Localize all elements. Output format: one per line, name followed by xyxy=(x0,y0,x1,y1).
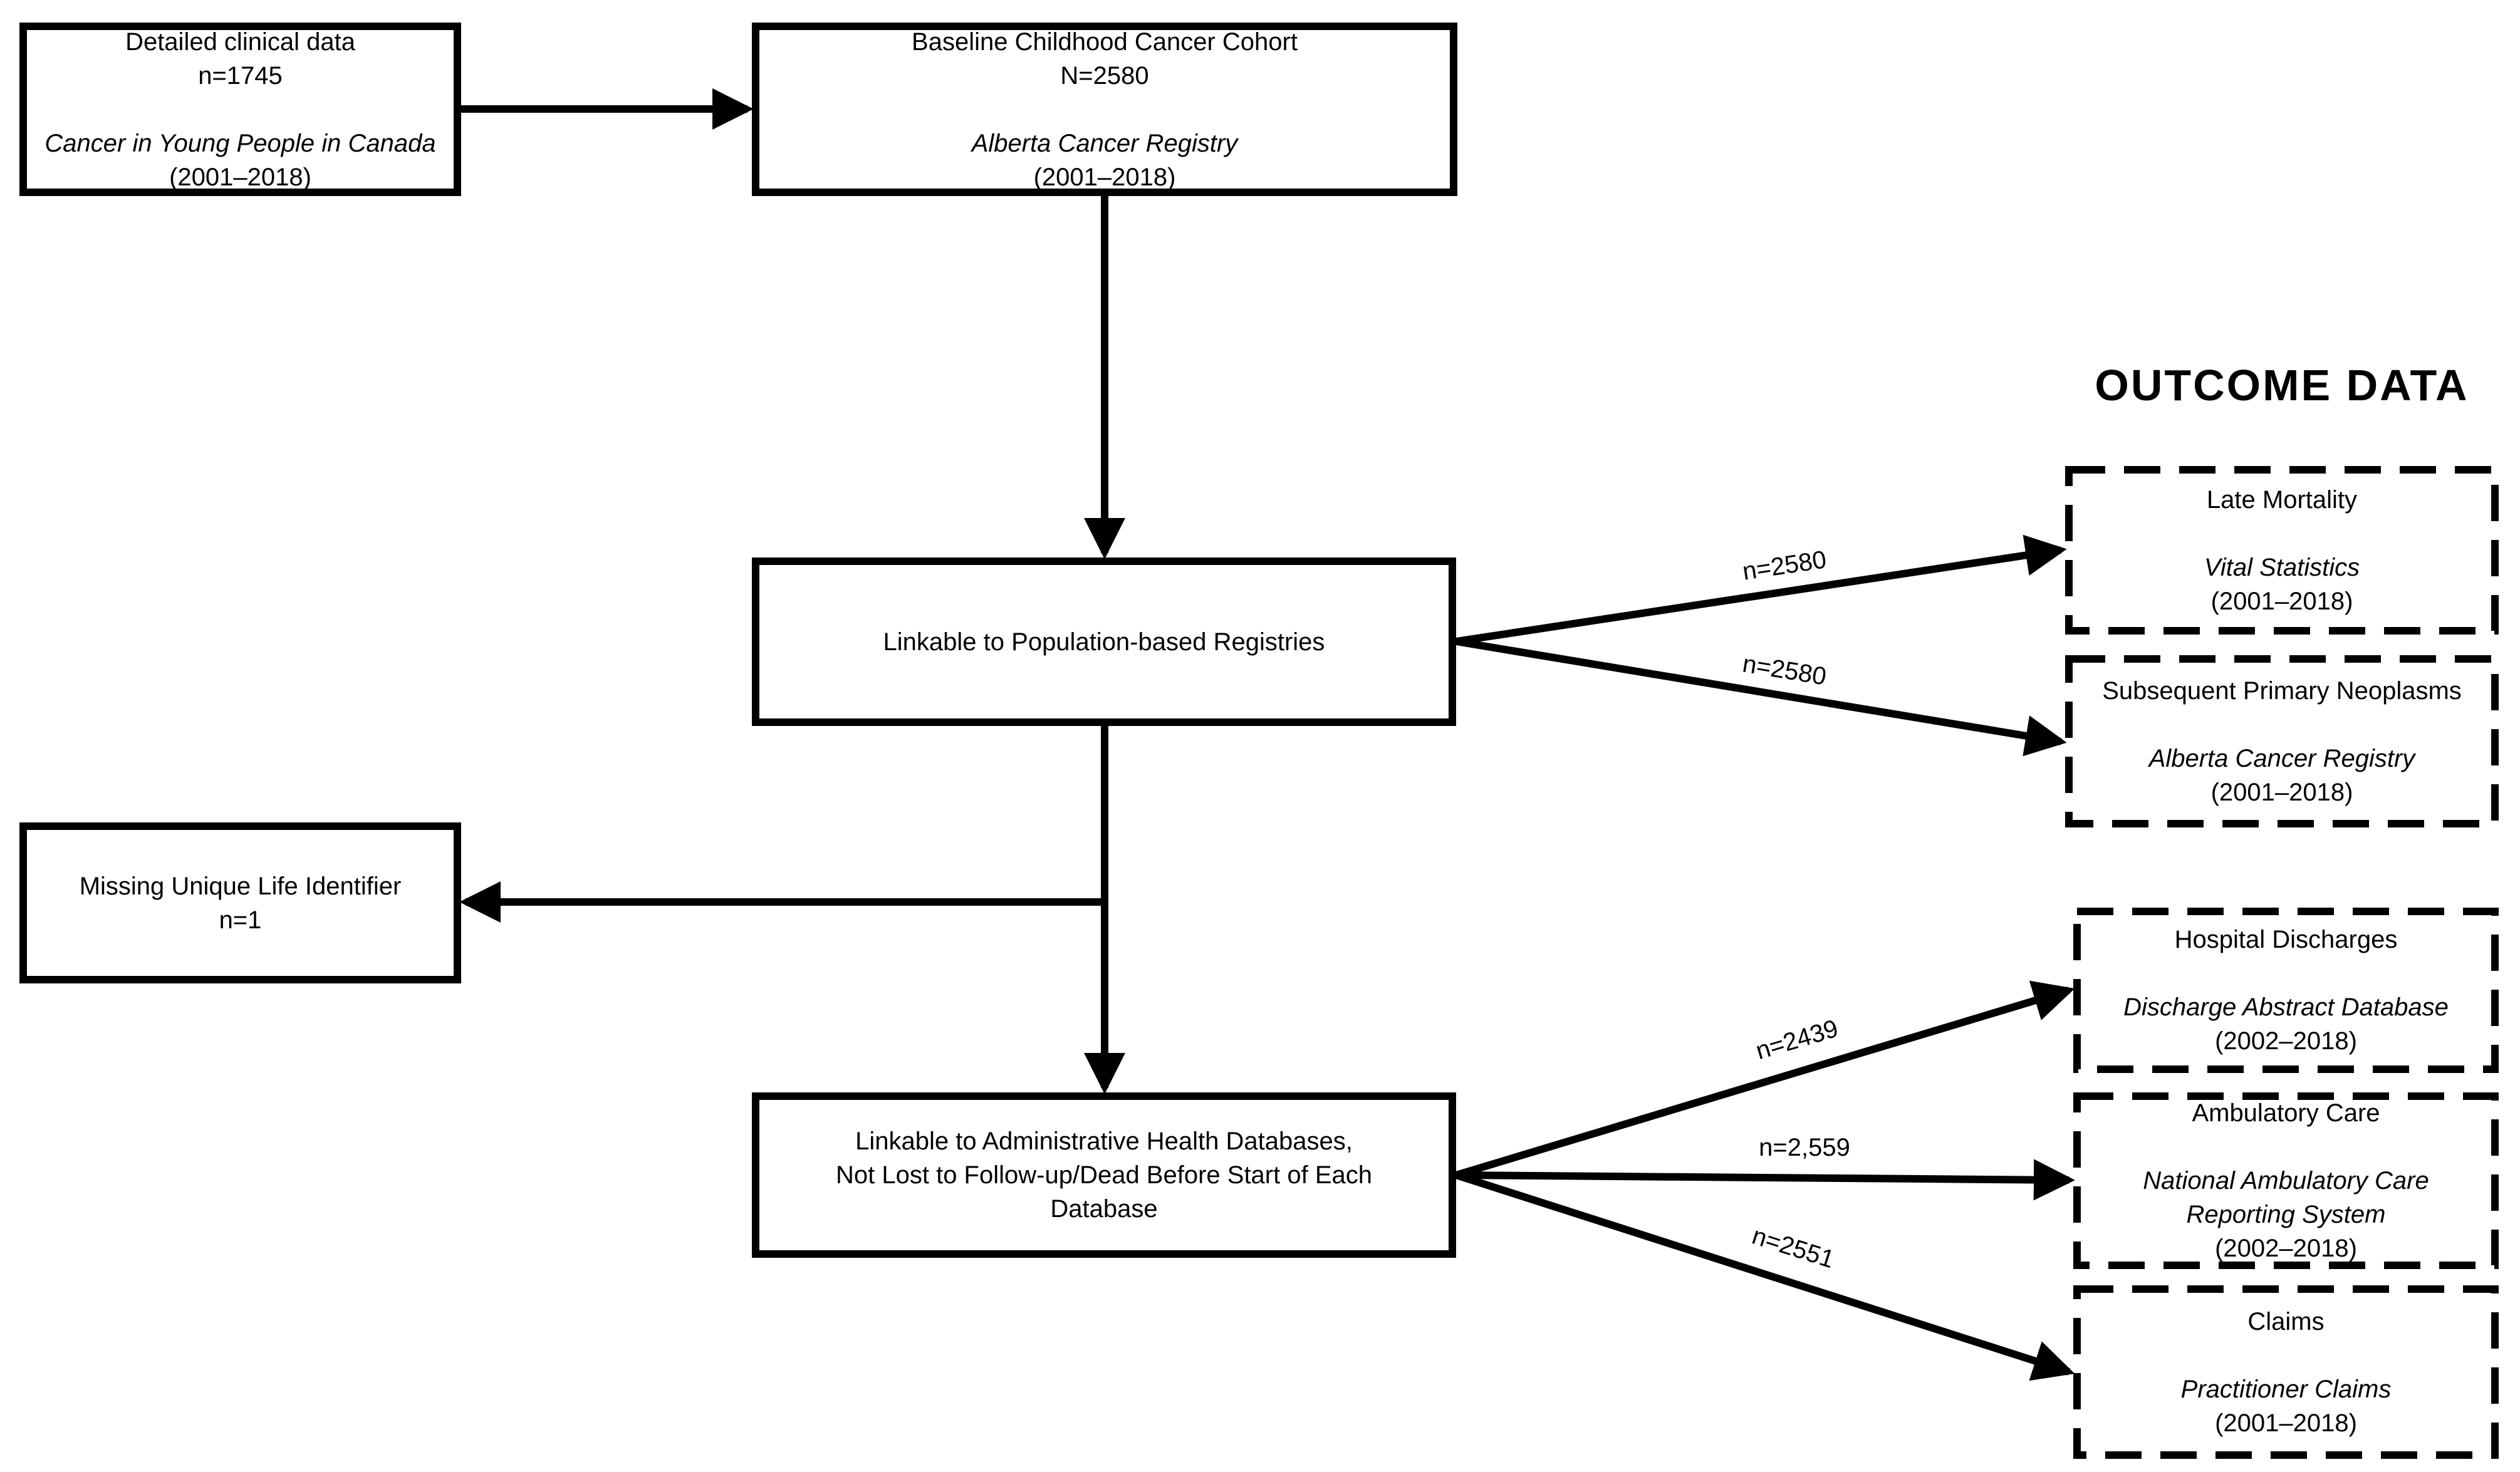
box-hospital-discharges: Hospital Discharges Discharge Abstract D… xyxy=(2073,908,2499,1073)
box-years: (2002–2018) xyxy=(2215,1027,2357,1055)
box-years: (2001–2018) xyxy=(169,163,311,191)
box-title: Linkable to Population-based Registries xyxy=(883,628,1325,656)
box-population-registries: Linkable to Population-based Registries xyxy=(752,557,1456,726)
dashed-border-spn xyxy=(2065,655,2499,827)
dashed-border-claims xyxy=(2073,1285,2499,1459)
box-source: Vital Statistics xyxy=(2204,553,2360,581)
box-source-line1: National Ambulatory Care xyxy=(2143,1167,2429,1195)
box-detailed-clinical-data: Detailed clinical data n=1745 Cancer in … xyxy=(19,23,461,196)
box-title: Hospital Discharges xyxy=(2174,926,2398,953)
box-title: Subsequent Primary Neoplasms xyxy=(2102,676,2462,705)
box-title: Late Mortality xyxy=(2206,485,2358,514)
box-title-line1: Linkable to Administrative Health Databa… xyxy=(855,1127,1353,1155)
box-source: Cancer in Young People in Canada xyxy=(44,129,436,157)
box-late-mortality: Late Mortality Vital Statistics (2001–20… xyxy=(2065,466,2499,635)
box-subsequent-primary-neoplasms: Subsequent Primary Neoplasms Alberta Can… xyxy=(2065,655,2499,827)
box-count: n=1745 xyxy=(198,61,283,90)
box-source: Alberta Cancer Registry xyxy=(971,129,1238,157)
box-title: Ambulatory Care xyxy=(2192,1099,2380,1127)
box-count: N=2580 xyxy=(1060,61,1149,90)
box-years: (2001–2018) xyxy=(1033,163,1176,191)
box-missing-identifier: Missing Unique Life Identifier n=1 xyxy=(19,822,461,983)
box-title: Detailed clinical data xyxy=(125,28,355,56)
box-source-line2: Reporting System xyxy=(2186,1201,2386,1228)
box-baseline-cohort: Baseline Childhood Cancer Cohort N=2580 … xyxy=(752,23,1457,196)
dashed-border-late-mortality xyxy=(2065,466,2499,635)
arrow-admin-to-claims xyxy=(1455,1171,2075,1381)
arrow-registries-to-late-mortality xyxy=(1455,534,2067,645)
dashed-border-hospital xyxy=(2073,908,2499,1073)
box-title-line2: Not Lost to Follow-up/Dead Before Start … xyxy=(836,1161,1372,1189)
box-source: Practitioner Claims xyxy=(2180,1375,2392,1403)
box-title: Missing Unique Life Identifier xyxy=(79,872,402,900)
box-count: n=1 xyxy=(219,906,262,934)
arrow-admin-to-hospital xyxy=(1455,980,2075,1179)
box-title: Baseline Childhood Cancer Cohort xyxy=(912,28,1298,56)
box-source: Alberta Cancer Registry xyxy=(2148,744,2415,772)
edge-label-to-ambulatory: n=2,559 xyxy=(1759,1134,1850,1161)
box-years: (2001–2018) xyxy=(2210,778,2353,806)
dashed-border-ambulatory xyxy=(2073,1092,2499,1269)
box-years: (2001–2018) xyxy=(2215,1409,2357,1437)
box-claims: Claims Practitioner Claims (2001–2018) xyxy=(2073,1285,2499,1459)
arrow-admin-to-ambulatory xyxy=(1455,1159,2075,1201)
box-ambulatory-care: Ambulatory Care National Ambulatory Care… xyxy=(2073,1092,2499,1269)
box-title: Claims xyxy=(2247,1307,2325,1335)
box-source: Discharge Abstract Database xyxy=(2123,993,2449,1021)
box-years: (2002–2018) xyxy=(2215,1235,2357,1262)
box-title-line3: Database xyxy=(1050,1195,1158,1223)
outcome-data-heading: OUTCOME DATA xyxy=(2095,361,2469,410)
box-admin-databases: Linkable to Administrative Health Databa… xyxy=(752,1092,1456,1258)
box-years: (2001–2018) xyxy=(2210,587,2353,615)
arrow-registries-to-spn xyxy=(1455,638,2067,757)
